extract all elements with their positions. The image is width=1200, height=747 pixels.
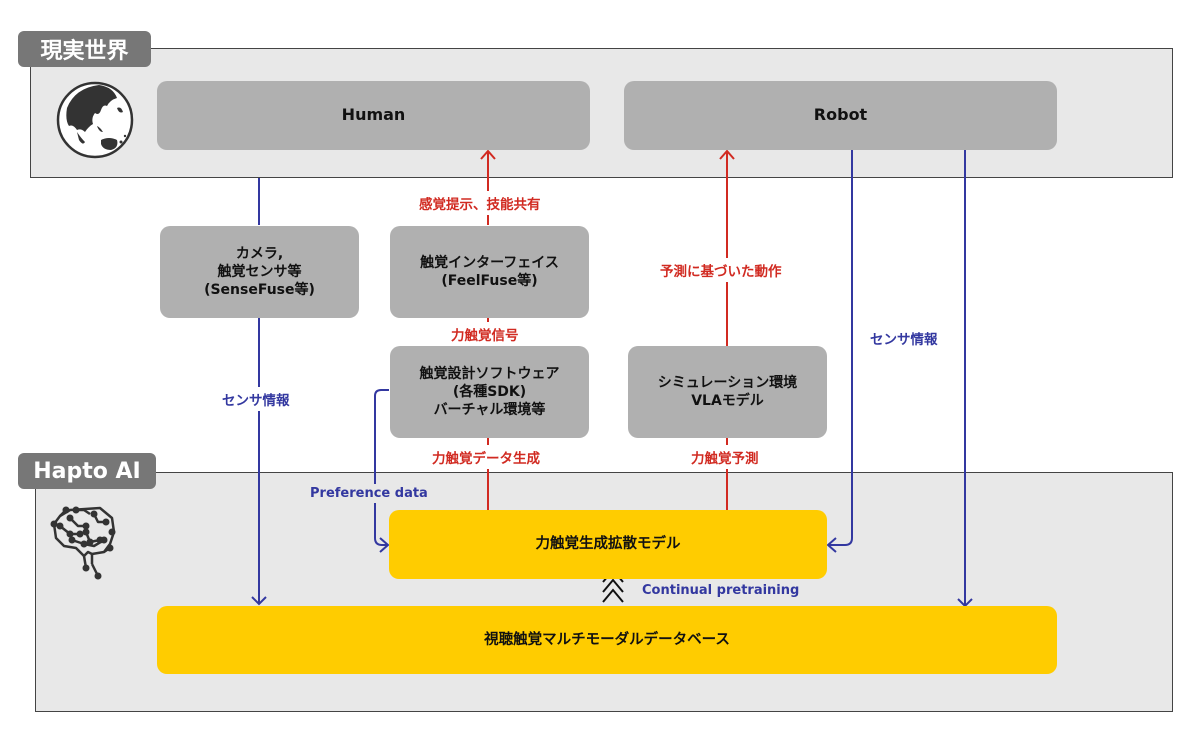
globe-icon (55, 80, 135, 160)
label-sensor-info-right: センサ情報 (866, 326, 942, 350)
node-diffusion-model: 力触覚生成拡散モデル (389, 510, 827, 579)
label-predicted-action: 予測に基づいた動作 (656, 258, 786, 282)
node-simulation-vla: シミュレーション環境 VLAモデル (628, 346, 827, 438)
label-preference-data: Preference data (306, 484, 432, 503)
node-multimodal-database: 視聴触覚マルチモーダルデータベース (157, 606, 1057, 674)
node-haptic-interface: 触覚インターフェイス (FeelFuse等) (390, 226, 589, 318)
label-force-data-generation: 力触覚データ生成 (428, 445, 544, 469)
node-robot: Robot (624, 81, 1057, 150)
circuit-brain-icon (50, 502, 132, 582)
node-haptic-software: 触覚設計ソフトウェア (各種SDK) バーチャル環境等 (390, 346, 589, 438)
real-world-tag: 現実世界 (18, 31, 151, 67)
label-force-prediction: 力触覚予測 (687, 445, 763, 469)
label-force-signal: 力触覚信号 (447, 322, 523, 346)
label-sensor-info-left: センサ情報 (218, 387, 294, 411)
hapto-ai-region (35, 472, 1173, 712)
hapto-ai-tag: Hapto AI (18, 453, 156, 489)
label-sensation-sharing: 感覚提示、技能共有 (415, 191, 545, 215)
node-human: Human (157, 81, 590, 150)
node-camera-sensors: カメラ, 触覚センサ等 (SenseFuse等) (160, 226, 359, 318)
label-continual-pretraining: Continual pretraining (642, 583, 800, 598)
